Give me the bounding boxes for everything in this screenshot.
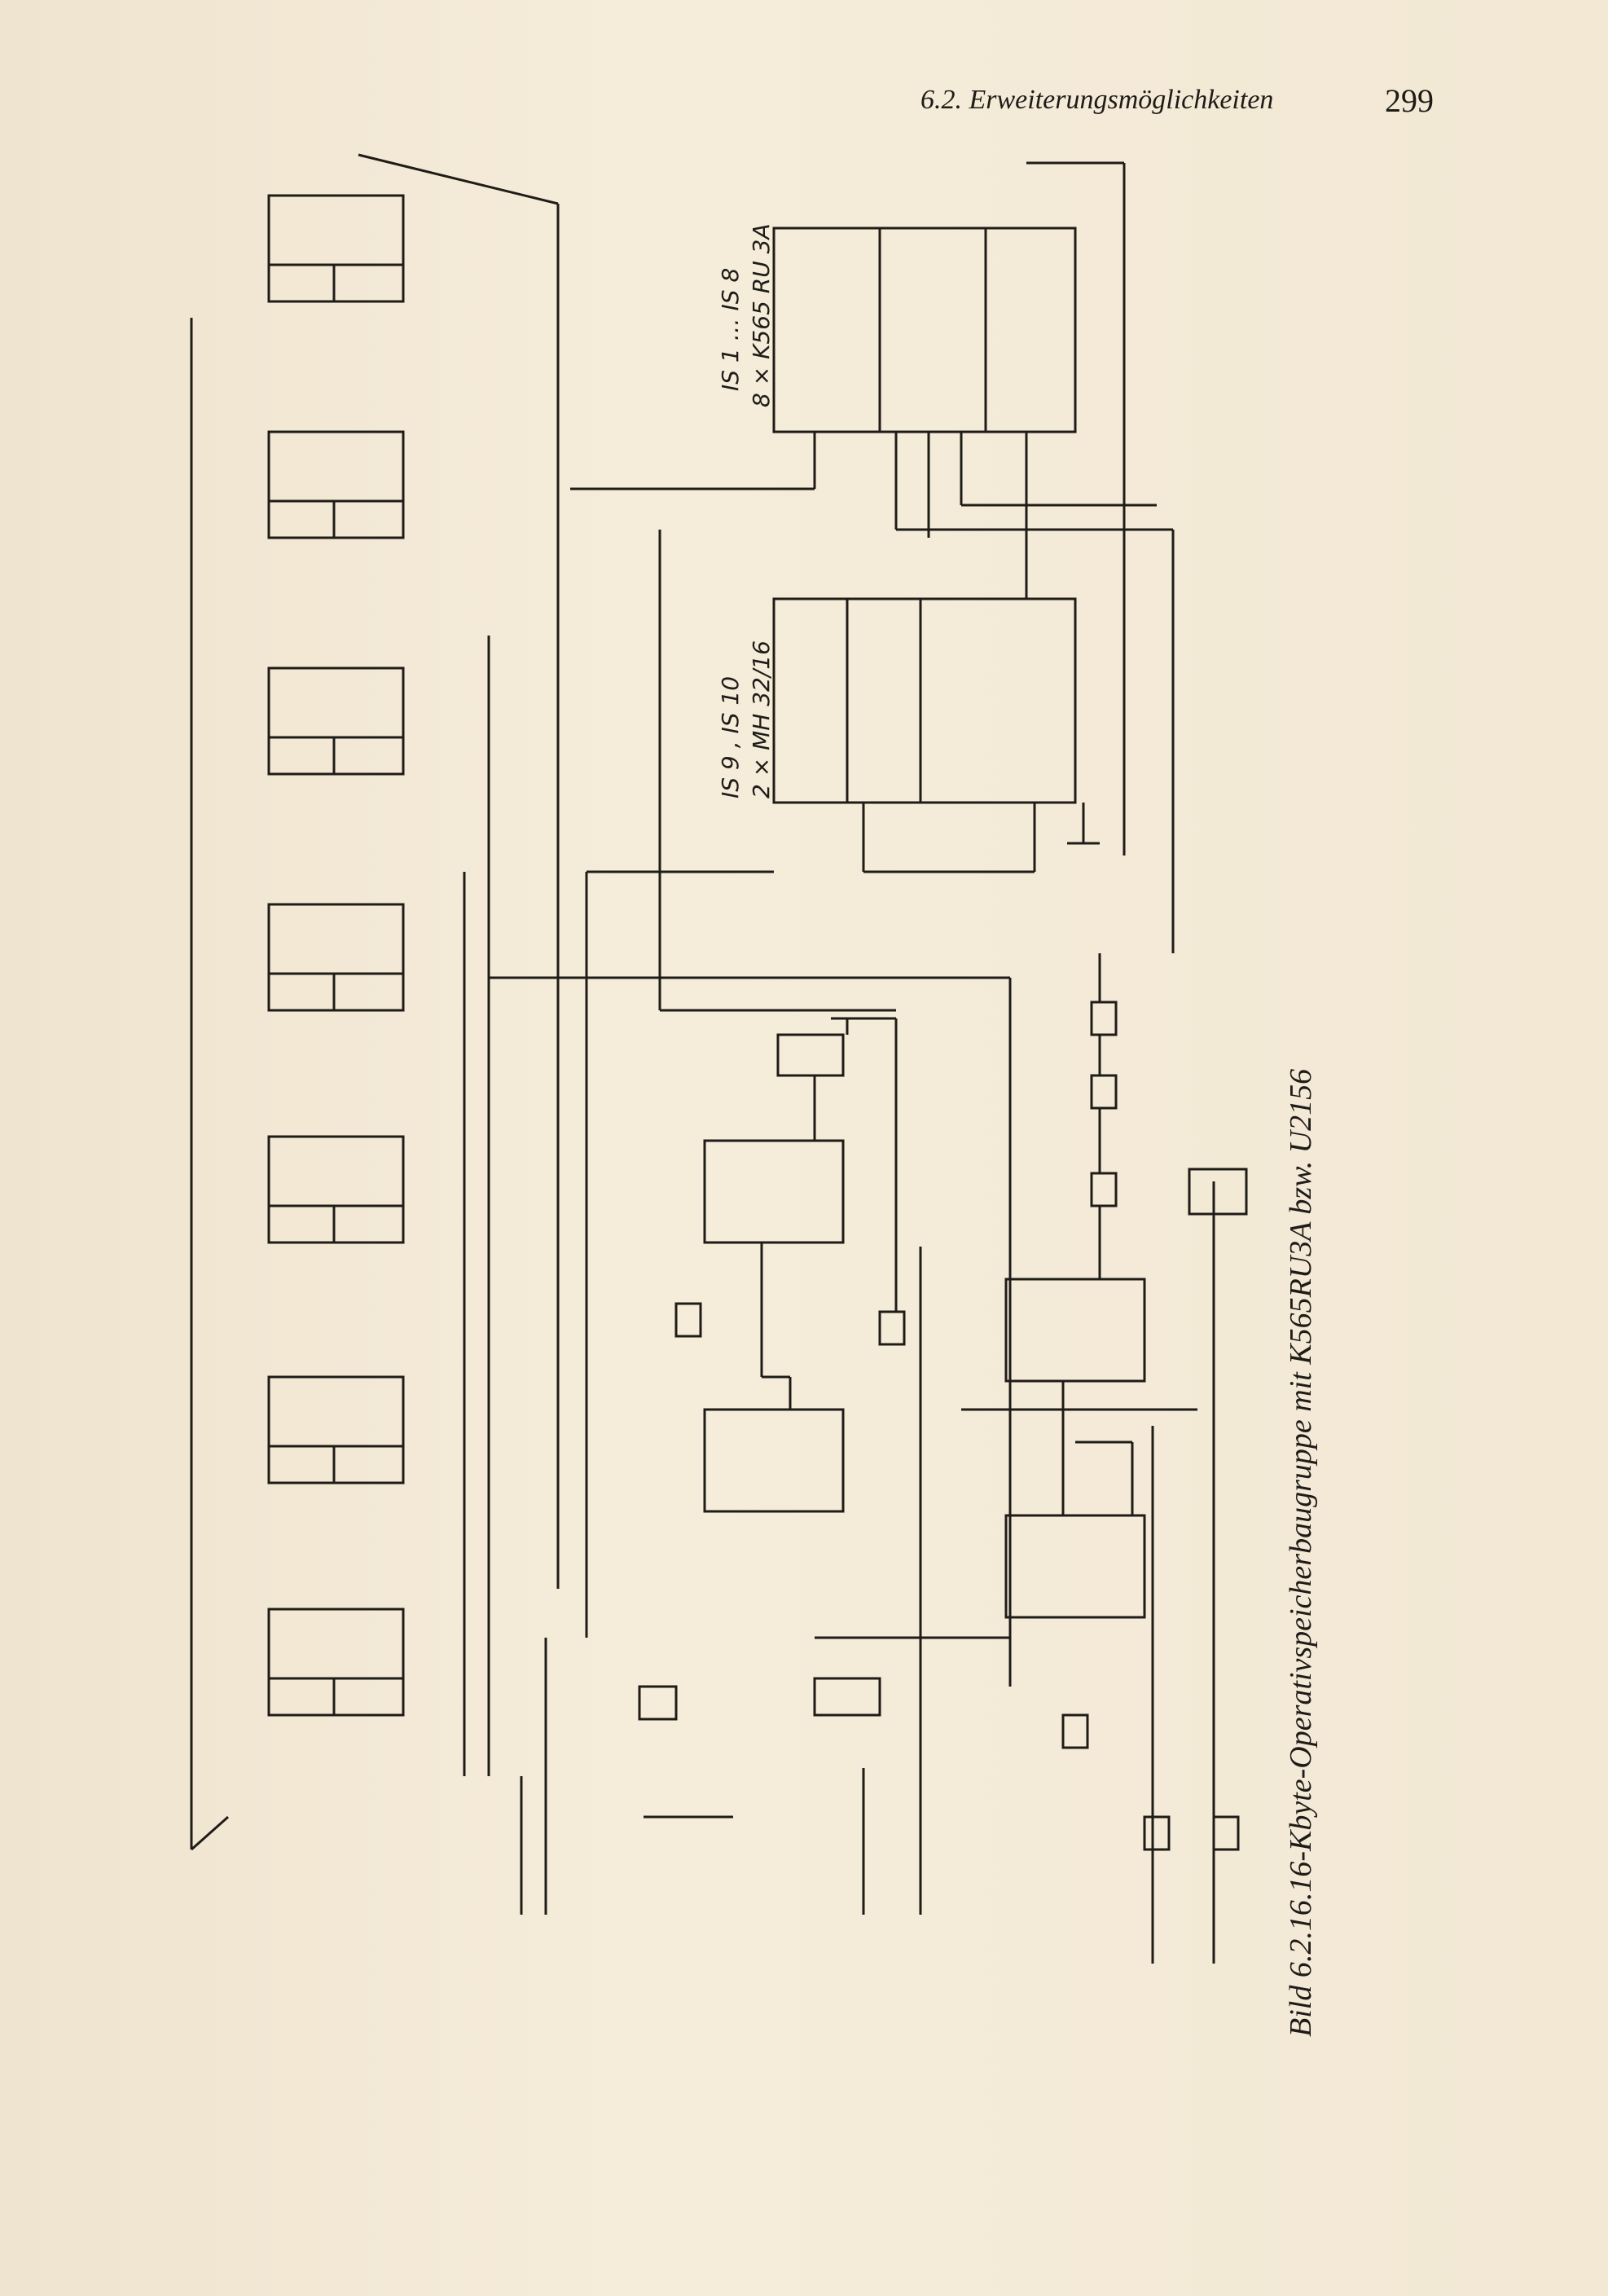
ram-name: IS 1 … IS 8 bbox=[717, 267, 744, 391]
ram-type-label: 8 × K565 RU 3A bbox=[748, 223, 775, 407]
ic-is18-5 bbox=[878, 1310, 906, 1346]
ic-is18-4 bbox=[674, 1302, 702, 1338]
gate-is13-1 bbox=[267, 666, 405, 776]
ic-is16-1 bbox=[703, 1139, 845, 1244]
ic-is19-2 bbox=[1143, 1815, 1171, 1851]
ic-is19-5 bbox=[1090, 1074, 1118, 1110]
gate-is11-2 bbox=[267, 1375, 405, 1484]
buffer-block bbox=[772, 597, 1077, 804]
ic-is17-1 bbox=[776, 1033, 845, 1077]
ic-is19-4 bbox=[1090, 1172, 1118, 1207]
ic-is18 bbox=[813, 1677, 881, 1717]
buffer-label: IS 9 , IS 10 bbox=[717, 676, 744, 798]
ic-is18-1 bbox=[638, 1685, 678, 1721]
buffer-type-label: 2 × MH 32/16 bbox=[748, 640, 775, 798]
gate-is12-2 bbox=[267, 903, 405, 1012]
gate-is13-2 bbox=[267, 430, 405, 539]
ic-is19-3 bbox=[1212, 1815, 1240, 1851]
ram-type: 8 × K565 RU 3A bbox=[748, 223, 775, 407]
gate-is14-1 bbox=[267, 194, 405, 303]
buffer-name: IS 9 , IS 10 bbox=[717, 675, 744, 798]
ic-is15-1 bbox=[703, 1408, 845, 1513]
page-number: 299 bbox=[1385, 82, 1434, 119]
ic-is19-1 bbox=[1061, 1713, 1089, 1749]
ic-is17-2 bbox=[1188, 1168, 1248, 1216]
section-title: 6.2. Erweiterungsmöglichkeiten bbox=[920, 85, 1274, 115]
gate-is11-1 bbox=[267, 1608, 405, 1717]
buffer-type: 2 × MH 32/16 bbox=[748, 640, 775, 798]
ic-is15-2 bbox=[1004, 1514, 1146, 1619]
gate-is12-1 bbox=[267, 1135, 405, 1244]
ic-is16-2 bbox=[1004, 1278, 1146, 1383]
ram-label: IS 1 … IS 8 bbox=[717, 268, 744, 391]
and-gate-array bbox=[267, 194, 405, 1717]
ic-is19-6 bbox=[1090, 1001, 1118, 1036]
ram-block bbox=[772, 227, 1077, 433]
page-header: 6.2. Erweiterungsmöglichkeiten 299 bbox=[920, 82, 1434, 134]
figure-caption: Bild 6.2.16.16-Kbyte-Operativspeicherbau… bbox=[1284, 1068, 1318, 2037]
